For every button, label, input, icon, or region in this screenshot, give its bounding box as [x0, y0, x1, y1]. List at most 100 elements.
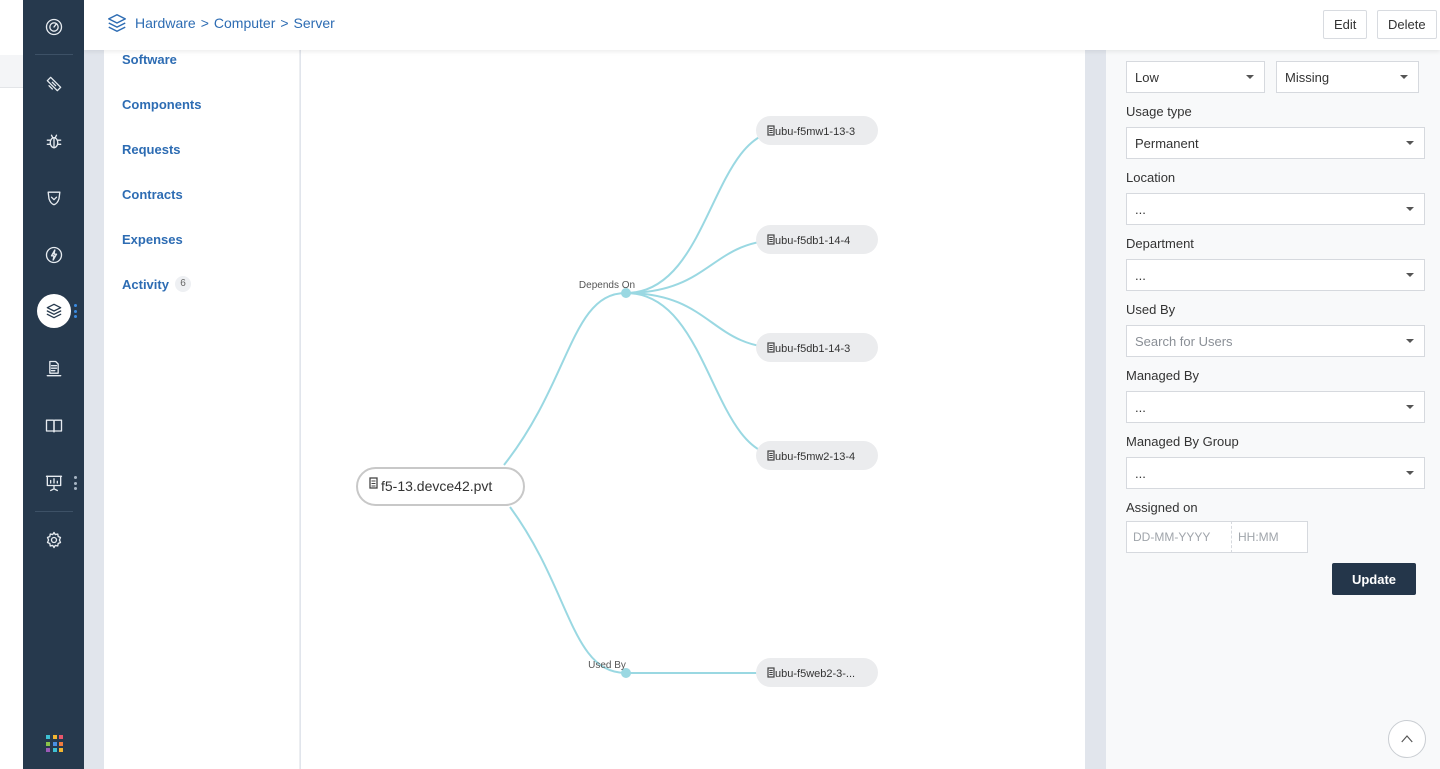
- graph-node[interactable]: ubu-f5mw2-13-4: [756, 441, 878, 470]
- breadcrumb-separator: >: [280, 15, 289, 31]
- location-value: ...: [1135, 201, 1146, 217]
- managed-by-group-value: ...: [1135, 465, 1146, 481]
- bug-icon[interactable]: [37, 124, 71, 158]
- used-by-placeholder: Search for Users: [1135, 333, 1233, 349]
- server-icon: [767, 342, 775, 353]
- documents-icon[interactable]: [37, 352, 71, 386]
- dashboard-icon[interactable]: [37, 10, 71, 44]
- department-value: ...: [1135, 267, 1146, 283]
- scroll-to-top-button[interactable]: [1388, 720, 1426, 758]
- link-depends-node-1: [625, 130, 782, 294]
- assigned-on-date-input[interactable]: [1126, 521, 1232, 553]
- app-sidebar: [23, 0, 84, 769]
- breadcrumb: Hardware > Computer > Server: [106, 12, 335, 34]
- left-edge-strip: [0, 0, 23, 769]
- link-root-depends-on: [503, 292, 627, 466]
- graph-node-label: ubu-f5mw2-13-4: [775, 451, 855, 463]
- graph-links: [503, 130, 782, 674]
- managed-by-group-select[interactable]: ...: [1126, 457, 1425, 489]
- layers-menu-dots[interactable]: [74, 304, 78, 318]
- department-label: Department: [1126, 236, 1194, 251]
- status-select-value: Missing: [1285, 69, 1330, 85]
- graph-root-node[interactable]: f5-13.devce42.pvt: [356, 467, 525, 506]
- chevron-down-icon: [1406, 273, 1414, 277]
- graph-node-label: ubu-f5web2-3-...: [775, 668, 855, 680]
- dependency-graph: Depends On Used By f5-13.devce42.pvt ubu…: [301, 50, 1085, 769]
- shield-icon[interactable]: [37, 181, 71, 215]
- root-node-label: f5-13.devce42.pvt: [381, 478, 492, 494]
- link-depends-node-4: [625, 292, 782, 457]
- sidebar-divider: [35, 511, 73, 512]
- server-icon: [767, 450, 775, 461]
- server-icon: [767, 667, 775, 678]
- layers-icon[interactable]: [37, 294, 71, 328]
- detail-subnav: Software Components Requests Contracts E…: [104, 50, 300, 769]
- branch-label-used-by: Used By: [588, 660, 626, 671]
- subnav-contracts[interactable]: Contracts: [122, 187, 183, 202]
- branch-label-depends-on: Depends On: [579, 280, 635, 291]
- sidebar-divider: [35, 54, 73, 55]
- status-select[interactable]: Missing: [1276, 61, 1419, 93]
- presentation-menu-dots[interactable]: [74, 476, 78, 490]
- graph-node-label: ubu-f5mw1-13-3: [775, 126, 855, 138]
- breadcrumb-server[interactable]: Server: [293, 15, 335, 31]
- impact-select[interactable]: Low: [1126, 61, 1265, 93]
- book-icon[interactable]: [37, 409, 71, 443]
- location-label: Location: [1126, 170, 1176, 185]
- subnav-components[interactable]: Components: [122, 97, 202, 112]
- subnav-expenses[interactable]: Expenses: [122, 232, 183, 247]
- location-select[interactable]: ...: [1126, 193, 1425, 225]
- tickets-icon[interactable]: [37, 67, 71, 101]
- breadcrumb-hardware[interactable]: Hardware: [135, 15, 196, 31]
- graph-node-label: ubu-f5db1-14-3: [775, 343, 850, 355]
- link-root-used-by: [509, 506, 627, 674]
- chevron-down-icon: [1406, 471, 1414, 475]
- graph-node[interactable]: ubu-f5db1-14-4: [756, 225, 878, 254]
- used-by-select[interactable]: Search for Users: [1126, 325, 1425, 357]
- chevron-down-icon: [1400, 75, 1408, 79]
- subnav-requests[interactable]: Requests: [122, 142, 181, 157]
- subnav-activity-label: Activity: [122, 276, 169, 292]
- used-by-label: Used By: [1126, 302, 1176, 317]
- update-button[interactable]: Update: [1332, 563, 1416, 595]
- breadcrumb-separator: >: [200, 15, 209, 31]
- server-icon: [767, 234, 775, 245]
- managed-by-group-label: Managed By Group: [1126, 434, 1239, 449]
- graph-canvas: Depends On Used By f5-13.devce42.pvt ubu…: [356, 116, 878, 687]
- subnav-software[interactable]: Software: [122, 52, 177, 67]
- graph-node[interactable]: ubu-f5db1-14-3: [756, 333, 878, 362]
- properties-panel: Low Missing Usage type Permanent Locatio…: [1106, 50, 1440, 769]
- activity-count-badge: 6: [174, 276, 191, 292]
- left-edge-tab: [0, 55, 23, 88]
- chevron-down-icon: [1246, 75, 1254, 79]
- graph-node[interactable]: ubu-f5web2-3-...: [756, 658, 878, 687]
- chevron-down-icon: [1406, 405, 1414, 409]
- link-depends-node-3: [625, 292, 782, 349]
- assigned-on-time-input[interactable]: [1231, 521, 1308, 553]
- chevron-down-icon: [1406, 207, 1414, 211]
- bolt-icon[interactable]: [37, 238, 71, 272]
- top-header: Hardware > Computer > Server Edit Delete: [84, 0, 1440, 50]
- layers-icon: [108, 14, 126, 32]
- settings-icon[interactable]: [37, 523, 71, 557]
- presentation-icon[interactable]: [37, 466, 71, 500]
- graph-node[interactable]: ubu-f5mw1-13-3: [756, 116, 878, 145]
- server-icon: [767, 125, 775, 136]
- server-icon: [369, 477, 378, 489]
- edit-button[interactable]: Edit: [1323, 10, 1368, 39]
- branch-dot-used-by[interactable]: [621, 668, 631, 678]
- subnav-activity[interactable]: Activity 6: [122, 276, 191, 292]
- graph-node-label: ubu-f5db1-14-4: [775, 235, 850, 247]
- chevron-up-icon: [1401, 735, 1413, 743]
- breadcrumb-computer[interactable]: Computer: [213, 15, 276, 31]
- branch-dot-depends-on[interactable]: [621, 288, 631, 298]
- apps-grid-icon[interactable]: [46, 735, 63, 752]
- chevron-down-icon: [1406, 141, 1414, 145]
- department-select[interactable]: ...: [1126, 259, 1425, 291]
- link-depends-node-2: [625, 239, 782, 294]
- managed-by-value: ...: [1135, 399, 1146, 415]
- assigned-on-label: Assigned on: [1126, 500, 1198, 515]
- usage-type-select[interactable]: Permanent: [1126, 127, 1425, 159]
- managed-by-select[interactable]: ...: [1126, 391, 1425, 423]
- delete-button[interactable]: Delete: [1377, 10, 1437, 39]
